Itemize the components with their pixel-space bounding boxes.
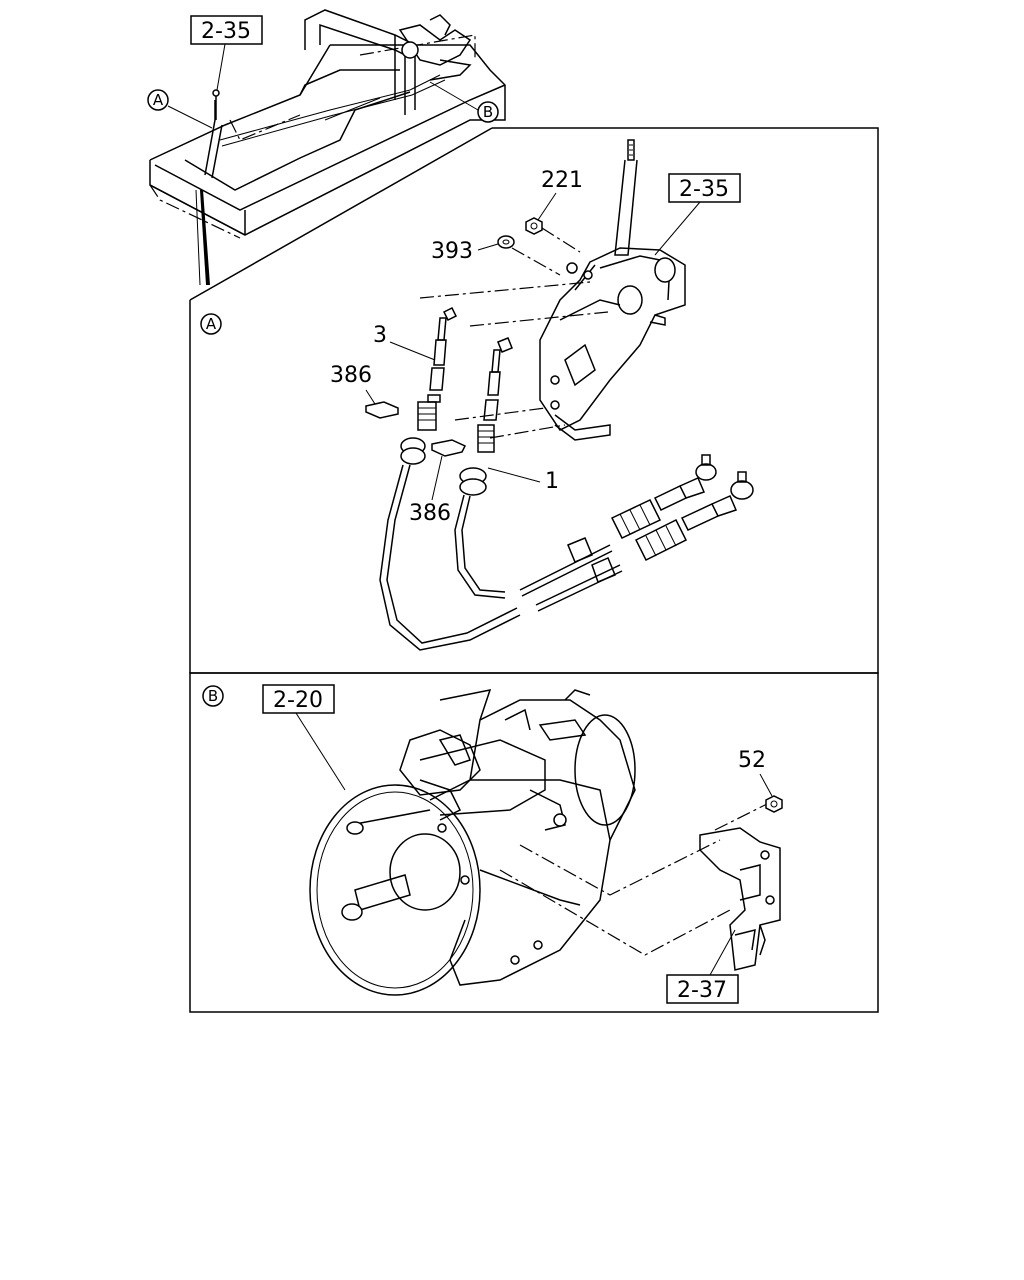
cable-transmission-ends [519, 454, 754, 612]
label-386-lower: 386 [409, 501, 451, 526]
washer-393: 393 [431, 235, 561, 276]
overview-callout-b-label: B [483, 103, 493, 121]
overview-callout-a-label: A [153, 91, 164, 109]
transmission-assembly [309, 689, 636, 996]
label-52: 52 [738, 748, 766, 773]
panel-b-ref-box-bottom: 2-37 [666, 929, 739, 1004]
overview-vehicle-frame [149, 9, 506, 286]
panel-b: B 2-20 [189, 672, 879, 1013]
panel-a: A 221 [189, 127, 879, 674]
panel-b-callout-label: B [208, 687, 218, 705]
panel-a-callout [200, 313, 222, 335]
clip-386-upper: 386 [330, 363, 399, 419]
overview-callout-a: A [147, 89, 213, 129]
cable-3: 3 [373, 306, 521, 651]
overview-ref-label: 2-35 [201, 19, 251, 44]
bracket [699, 827, 781, 971]
nut-52: 52 [738, 748, 783, 813]
panel-b-ref-top-label: 2-20 [273, 688, 323, 713]
label-221: 221 [541, 168, 583, 193]
label-1: 1 [545, 469, 559, 494]
panel-b-ref-bottom-label: 2-37 [677, 978, 727, 1003]
overview-ref-box: 2-35 [190, 15, 263, 91]
shifter-housing [539, 247, 686, 441]
panel-a-ref-box: 2-35 [654, 173, 741, 256]
nut-221: 221 [525, 168, 583, 253]
label-3: 3 [373, 323, 387, 348]
panel-a-callout-label: A [206, 315, 217, 333]
panel-b-ref-box-top: 2-20 [262, 684, 346, 791]
label-393: 393 [431, 239, 473, 264]
overview-callout-b: B [429, 81, 499, 123]
label-386-upper: 386 [330, 363, 372, 388]
panel-b-callout [202, 685, 224, 707]
cable-1: 1 [454, 337, 559, 599]
shift-lever [614, 139, 638, 256]
clip-386-lower: 386 [409, 439, 467, 526]
panel-a-ref-label: 2-35 [679, 177, 729, 202]
